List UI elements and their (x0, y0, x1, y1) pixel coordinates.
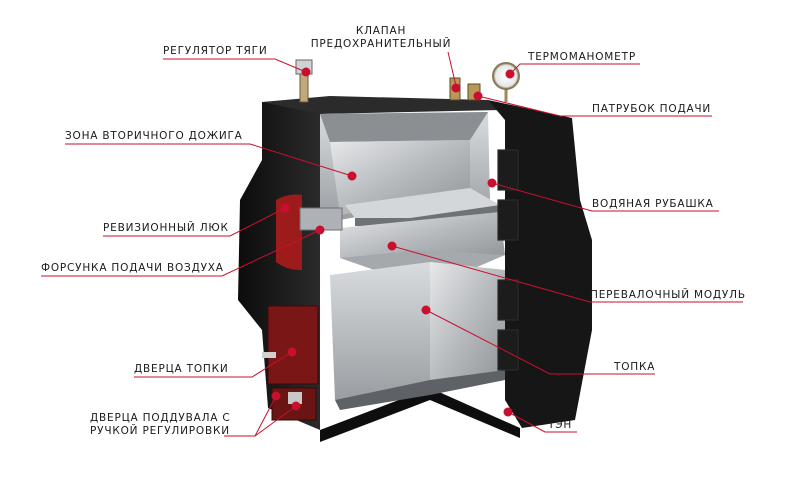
leader-inspection-hatch (103, 207, 286, 237)
leader-draft-regulator (163, 58, 307, 73)
label-inspection-hatch: РЕВИЗИОННЫЙ ЛЮК (103, 222, 229, 234)
inspection-hatch (276, 194, 302, 271)
marker-ash-door-b (291, 401, 301, 411)
label-air-nozzle: ФОРСУНКА ПОДАЧИ ВОЗДУХА (41, 262, 224, 274)
marker-transfer (387, 241, 397, 251)
marker-thermomanometer (505, 69, 515, 79)
label-ash-door-line1: ДВЕРЦА ПОДДУВАЛА С (90, 412, 231, 424)
boiler-body (238, 59, 592, 442)
label-ash-door-line2: РУЧКОЙ РЕГУЛИРОВКИ (90, 425, 230, 437)
markers (271, 67, 515, 417)
leader-air-nozzle (41, 229, 321, 277)
leader-ash-door-b (254, 405, 297, 437)
marker-water-jacket (487, 178, 497, 188)
middle-chamber (340, 212, 505, 262)
label-firebox-door: ДВЕРЦА ТОПКИ (134, 363, 229, 375)
afterburn-shelf (345, 188, 500, 218)
leader-supply-pipe (477, 95, 712, 117)
leader-water-jacket (491, 182, 719, 212)
marker-afterburn (347, 171, 357, 181)
marker-heater (503, 407, 513, 417)
firebox-side (430, 262, 505, 390)
marker-firebox (421, 305, 431, 315)
bottom-base (320, 388, 520, 442)
afterburn-shelf-edge (355, 205, 500, 226)
top-rim (262, 96, 500, 114)
label-safety-valve-line1: КЛАПАН (355, 25, 407, 37)
label-heater: ТЭН (548, 419, 573, 431)
label-afterburn-zone: ЗОНА ВТОРИЧНОГО ДОЖИГА (65, 130, 243, 142)
marker-safety-valve (451, 83, 461, 93)
marker-supply-pipe (473, 91, 483, 101)
leader-firebox-door (134, 351, 293, 378)
label-transfer-module: ПЕРЕВАЛОЧНЫЙ МОДУЛЬ (590, 289, 746, 301)
marker-inspection-hatch (280, 203, 290, 213)
label-draft-regulator: РЕГУЛЯТОР ТЯГИ (163, 45, 268, 57)
leader-firebox (425, 309, 655, 375)
label-water-jacket: ВОДЯНАЯ РУБАШКА (592, 198, 714, 210)
leader-afterburn (65, 143, 353, 177)
firebox-floor (335, 370, 505, 410)
upper-chamber-ceiling (320, 112, 488, 142)
marker-firebox-door (287, 347, 297, 357)
label-safety-valve-line2: ПРЕДОХРАНИТЕЛЬНЫЙ (310, 38, 452, 50)
marker-draft-regulator (301, 67, 311, 77)
leader-heater (507, 411, 577, 433)
marker-ash-door-a (271, 391, 281, 401)
ash-door-lever (288, 392, 302, 404)
label-firebox: ТОПКА (614, 361, 656, 373)
leader-lines (41, 51, 743, 437)
firebox-door-panel (267, 305, 319, 385)
water-jacket-ribs (497, 149, 519, 371)
leader-thermomanometer (509, 63, 640, 75)
label-thermomanometer: ТЕРМОМАНОМЕТР (528, 51, 636, 63)
leader-transfer (391, 245, 743, 303)
firebox-door-handle (262, 352, 276, 358)
label-supply-pipe: ПАТРУБОК ПОДАЧИ (592, 103, 712, 115)
marker-air-nozzle (315, 225, 325, 235)
leader-safety-valve (447, 51, 457, 87)
